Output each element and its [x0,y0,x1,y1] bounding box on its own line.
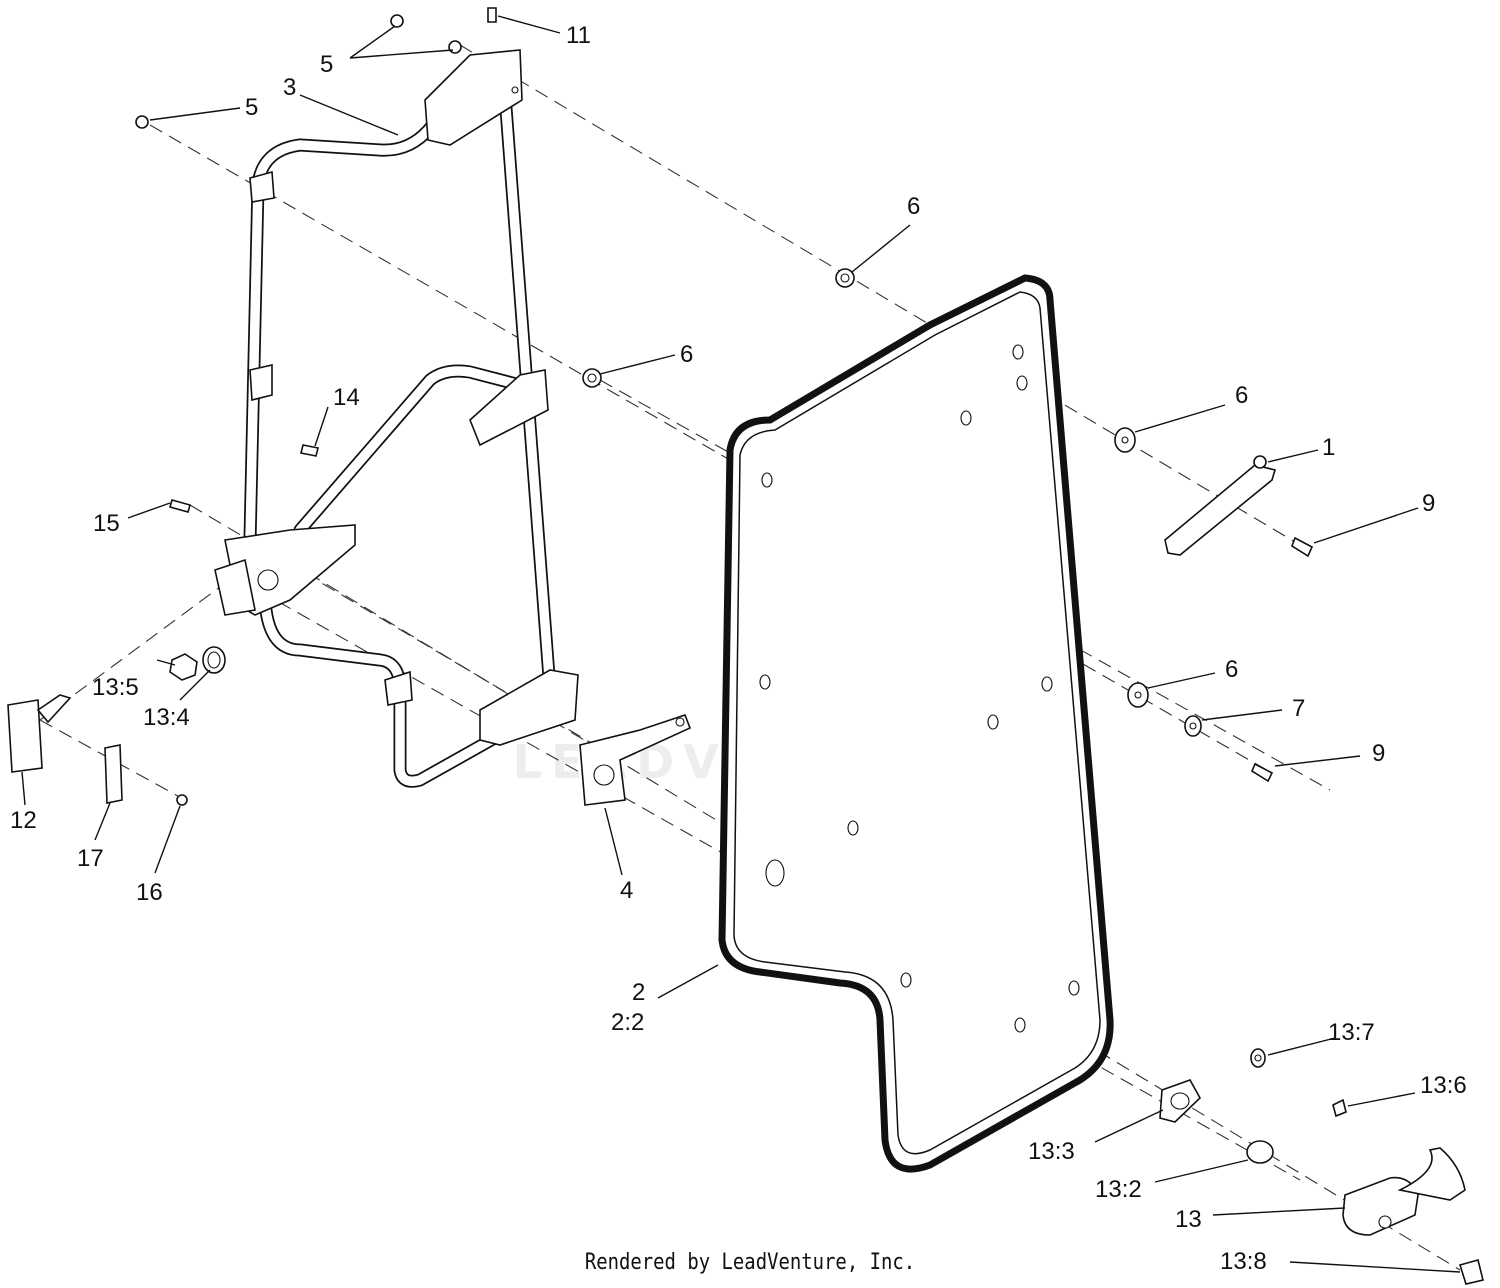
callout-13-5: 13:5 [92,674,139,701]
callout-5-left: 5 [245,94,258,121]
callout-16: 16 [136,879,163,906]
callout-2-2: 2:2 [611,1009,644,1036]
callout-7: 7 [1292,695,1305,722]
callout-5-top: 5 [320,51,333,78]
callout-6-lower: 6 [1225,656,1238,683]
callout-9-lower: 9 [1372,740,1385,767]
render-credit: Rendered by LeadVenture, Inc. [584,1250,916,1275]
callout-12: 12 [10,807,37,834]
callout-13-3: 13:3 [1028,1138,1075,1165]
callout-17: 17 [77,845,104,872]
callout-15: 15 [93,510,120,537]
leader-lines [21,15,1461,1273]
callout-13-8: 13:8 [1220,1248,1267,1275]
callout-6-top: 6 [907,193,920,220]
callout-1: 1 [1322,434,1335,461]
callout-13-2: 13:2 [1095,1176,1142,1203]
callout-6-mid: 6 [680,341,693,368]
hardware [7,7,1484,1285]
callout-13-6: 13:6 [1420,1072,1467,1099]
callout-3: 3 [283,74,296,101]
callout-6-right: 6 [1235,382,1248,409]
callout-13-4: 13:4 [143,704,190,731]
callout-13: 13 [1175,1206,1202,1233]
callout-13-7: 13:7 [1328,1019,1375,1046]
callout-9-upper: 9 [1422,490,1435,517]
callout-4: 4 [620,877,633,904]
side-panel [718,274,1114,1173]
callout-11: 11 [566,22,591,49]
brackets [214,49,579,746]
callout-14: 14 [333,384,360,411]
callout-labels: 1 2 2:2 3 4 5 5 6 6 6 6 7 9 9 11 12 13 1… [10,22,1467,1275]
callout-2: 2 [632,979,645,1006]
panel-holes [759,344,1080,1033]
